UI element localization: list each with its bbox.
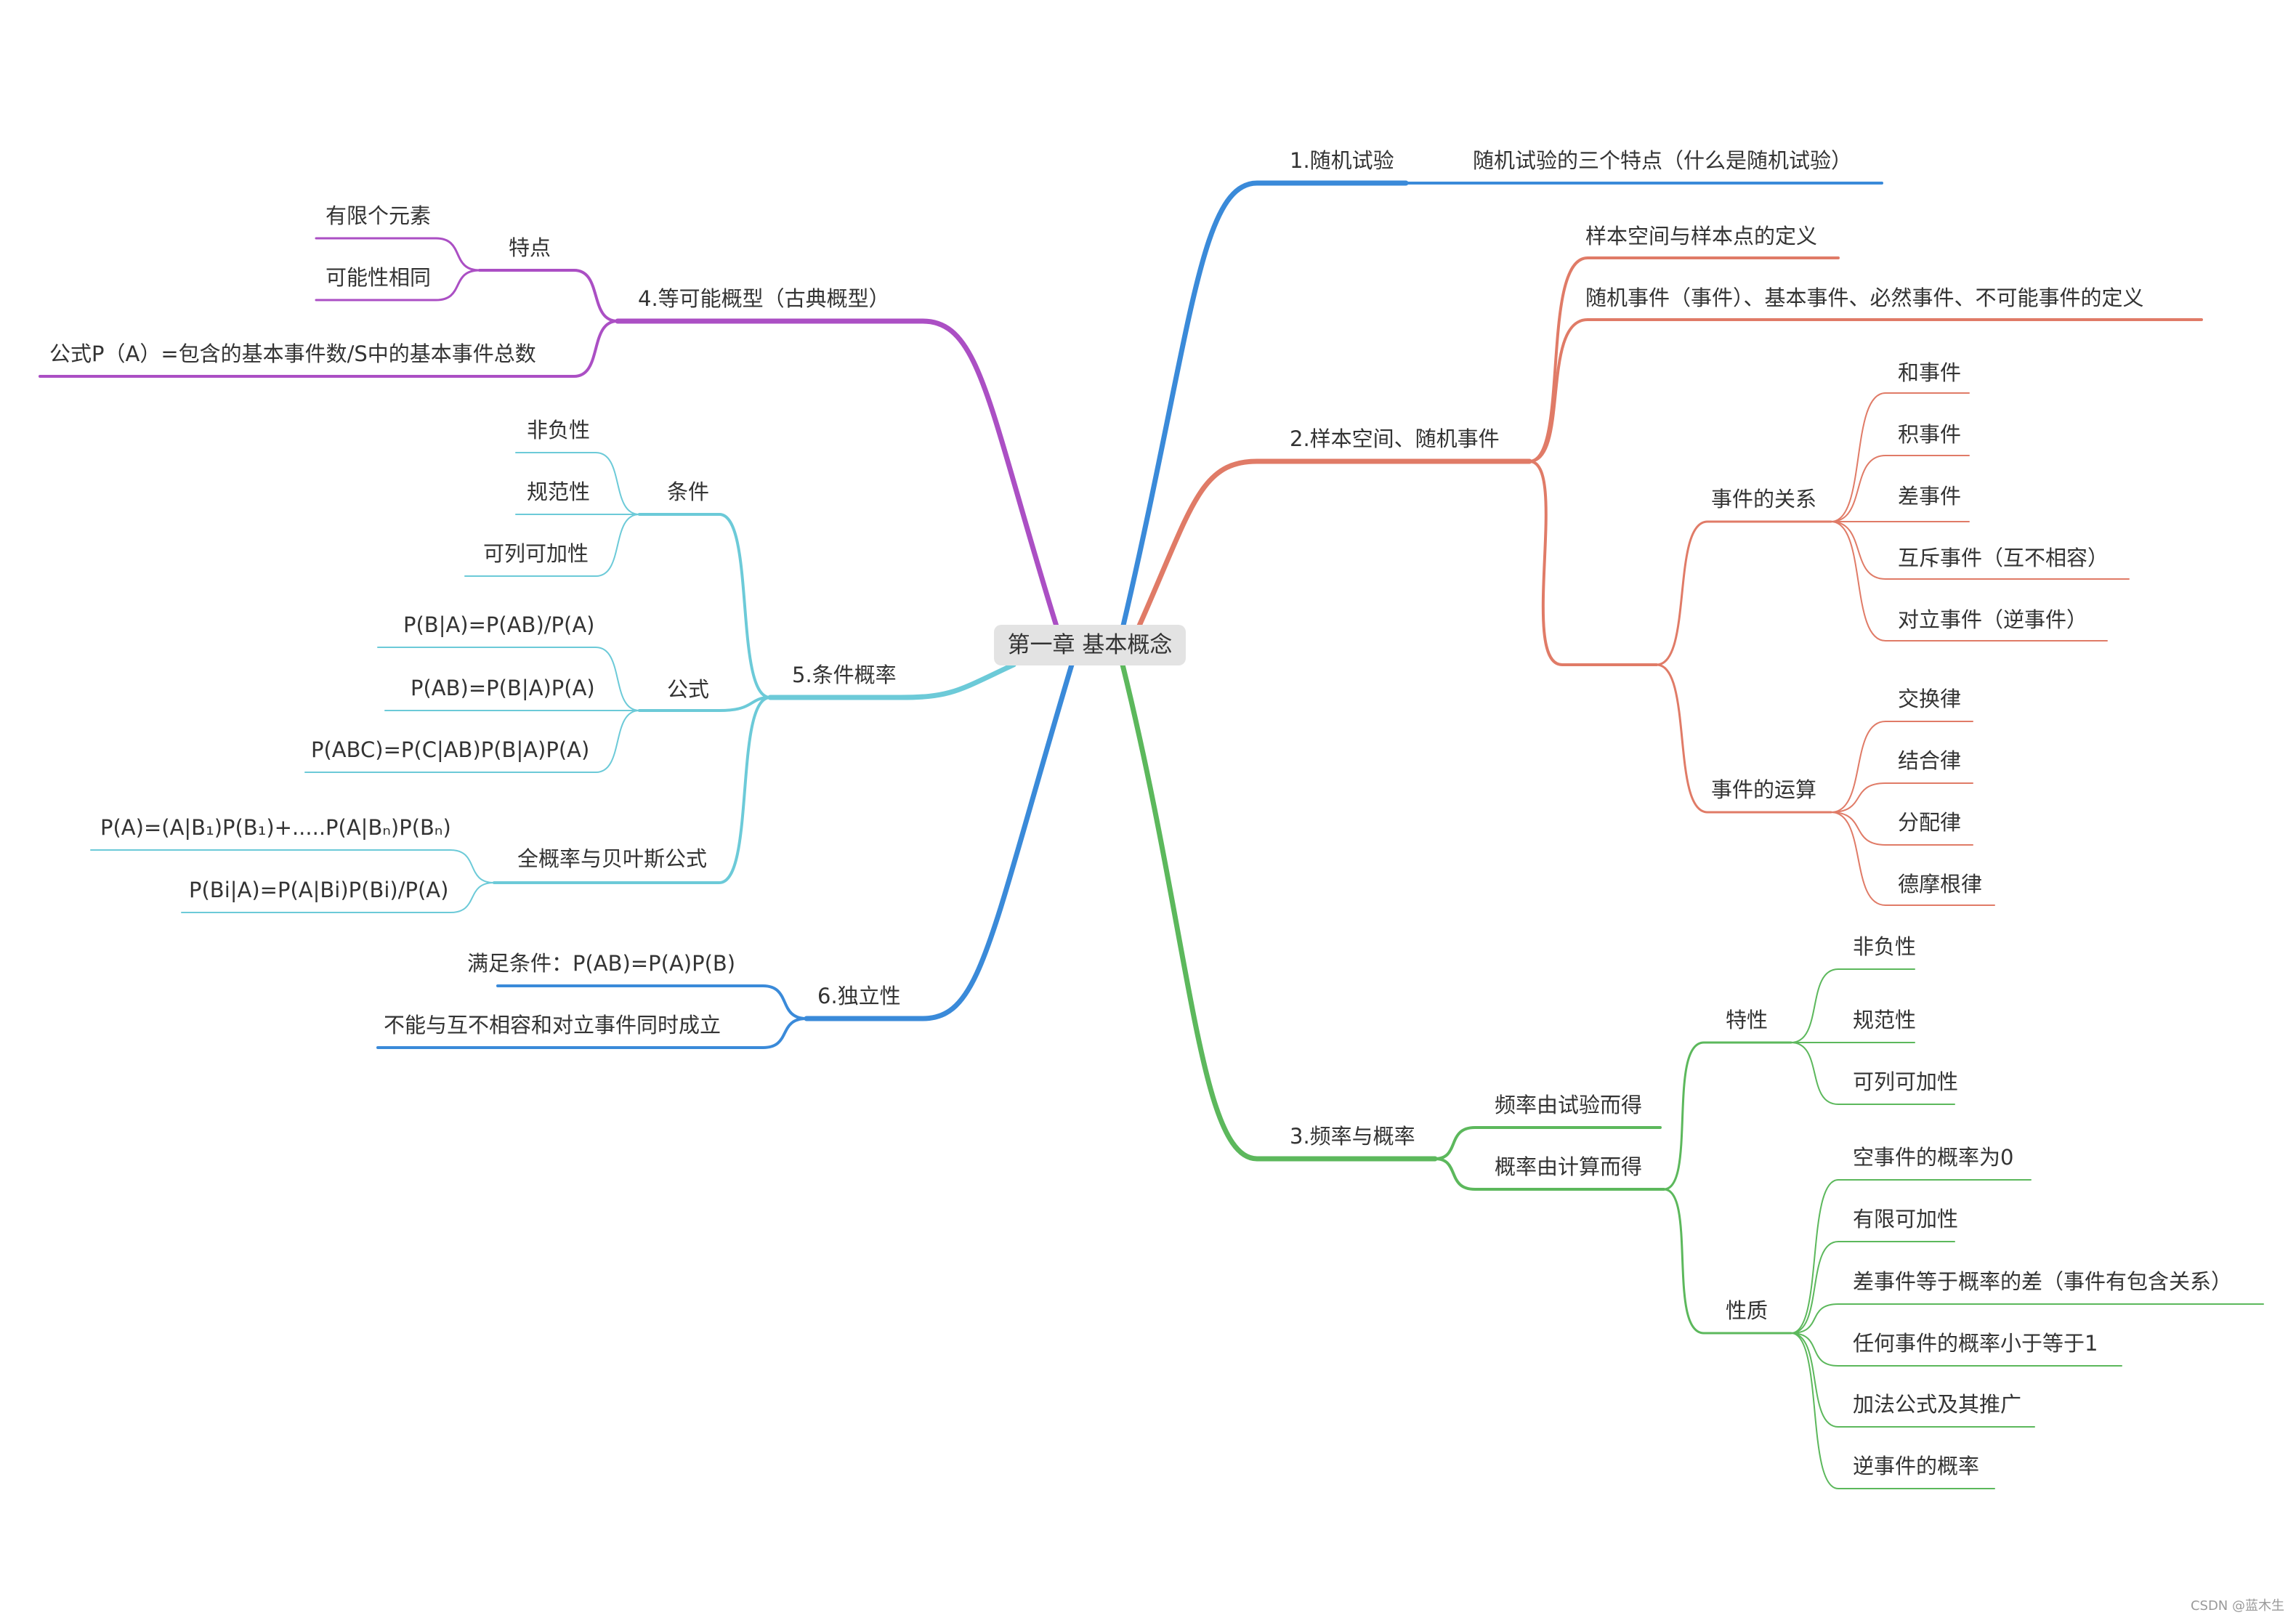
property-item[interactable]: 空事件的概率为0 bbox=[1853, 1145, 2014, 1170]
branch-5-lines bbox=[90, 452, 1016, 913]
root-topic[interactable]: 第一章 基本概念 bbox=[994, 625, 1186, 665]
sample-space-def[interactable]: 样本空间与样本点的定义 bbox=[1585, 224, 1818, 248]
relation-item[interactable]: 和事件 bbox=[1898, 360, 1962, 385]
relation-item[interactable]: 互斥事件（互不相容） bbox=[1898, 546, 2109, 570]
operation-item[interactable]: 分配律 bbox=[1898, 810, 1962, 835]
traits-label[interactable]: 特性 bbox=[1726, 1008, 1769, 1032]
independence-item[interactable]: 不能与互不相容和对立事件同时成立 bbox=[384, 1013, 721, 1037]
bayes-item[interactable]: P(Bi|A)=P(A|Bi)P(Bi)/P(A) bbox=[189, 878, 449, 902]
branch-1-label[interactable]: 1.随机试验 bbox=[1290, 148, 1394, 173]
operation-item[interactable]: 德摩根律 bbox=[1898, 872, 1983, 897]
frequency-label[interactable]: 频率由试验而得 bbox=[1495, 1093, 1643, 1117]
branch-4-lines bbox=[39, 237, 1060, 631]
watermark: CSDN @蓝木生 bbox=[2190, 1598, 2284, 1614]
branch-1-child[interactable]: 随机试验的三个特点（什么是随机试验） bbox=[1473, 148, 1853, 173]
formula-item[interactable]: P(ABC)=P(C|AB)P(B|A)P(A) bbox=[311, 737, 590, 762]
bayes-label[interactable]: 全概率与贝叶斯公式 bbox=[517, 846, 708, 871]
feature-item[interactable]: 有限个元素 bbox=[326, 203, 432, 228]
formula-item[interactable]: P(AB)=P(B|A)P(A) bbox=[411, 676, 595, 700]
branch-6-label[interactable]: 6.独立性 bbox=[817, 984, 901, 1008]
condition-item[interactable]: 可列可加性 bbox=[483, 541, 589, 566]
relation-item[interactable]: 对立事件（逆事件） bbox=[1898, 607, 2088, 632]
formula-label[interactable]: 公式 bbox=[667, 677, 710, 702]
independence-item[interactable]: 满足条件：P(AB)=P(A)P(B) bbox=[467, 951, 736, 976]
formula-item[interactable]: P(B|A)=P(AB)/P(A) bbox=[403, 612, 595, 637]
operation-item[interactable]: 结合律 bbox=[1898, 748, 1962, 773]
property-item[interactable]: 加法公式及其推广 bbox=[1853, 1392, 2022, 1417]
property-item[interactable]: 任何事件的概率小于等于1 bbox=[1853, 1331, 2098, 1356]
event-operations-label[interactable]: 事件的运算 bbox=[1711, 777, 1817, 802]
branch-3-lines bbox=[1120, 662, 2264, 1489]
relation-item[interactable]: 积事件 bbox=[1898, 422, 1962, 447]
trait-item[interactable]: 规范性 bbox=[1853, 1008, 1917, 1032]
property-item[interactable]: 逆事件的概率 bbox=[1853, 1454, 1980, 1478]
relation-item[interactable]: 差事件 bbox=[1898, 484, 1962, 509]
condition-item[interactable]: 规范性 bbox=[527, 479, 591, 504]
properties-label[interactable]: 性质 bbox=[1726, 1298, 1769, 1323]
branch-2-label[interactable]: 2.样本空间、随机事件 bbox=[1290, 426, 1500, 451]
operation-item[interactable]: 交换律 bbox=[1898, 687, 1962, 711]
property-item[interactable]: 差事件等于概率的差（事件有包含关系） bbox=[1853, 1269, 2233, 1294]
branch-2-lines bbox=[1134, 256, 2203, 906]
trait-item[interactable]: 非负性 bbox=[1853, 934, 1917, 959]
bayes-item[interactable]: P(A)=(A|B₁)P(B₁)+.....P(A|Bₙ)P(Bₙ) bbox=[100, 815, 451, 840]
branch-6-lines bbox=[376, 662, 1075, 1049]
classical-formula[interactable]: 公式P（A）=包含的基本事件数/S中的基本事件总数 bbox=[49, 341, 536, 366]
branch-5-label[interactable]: 5.条件概率 bbox=[792, 663, 897, 687]
random-event-def[interactable]: 随机事件（事件）、基本事件、必然事件、不可能事件的定义 bbox=[1585, 286, 2144, 310]
branch-3-label[interactable]: 3.频率与概率 bbox=[1290, 1124, 1415, 1149]
feature-item[interactable]: 可能性相同 bbox=[326, 265, 432, 290]
trait-item[interactable]: 可列可加性 bbox=[1853, 1069, 1959, 1094]
probability-label[interactable]: 概率由计算而得 bbox=[1495, 1154, 1643, 1179]
features-label[interactable]: 特点 bbox=[509, 235, 551, 260]
condition-item[interactable]: 非负性 bbox=[527, 418, 591, 442]
event-relations-label[interactable]: 事件的关系 bbox=[1711, 487, 1817, 511]
branch-4-label[interactable]: 4.等可能概型（古典概型） bbox=[638, 286, 890, 311]
branch-1-lines bbox=[1120, 180, 1883, 631]
conditions-label[interactable]: 条件 bbox=[667, 479, 710, 504]
property-item[interactable]: 有限可加性 bbox=[1853, 1207, 1959, 1231]
